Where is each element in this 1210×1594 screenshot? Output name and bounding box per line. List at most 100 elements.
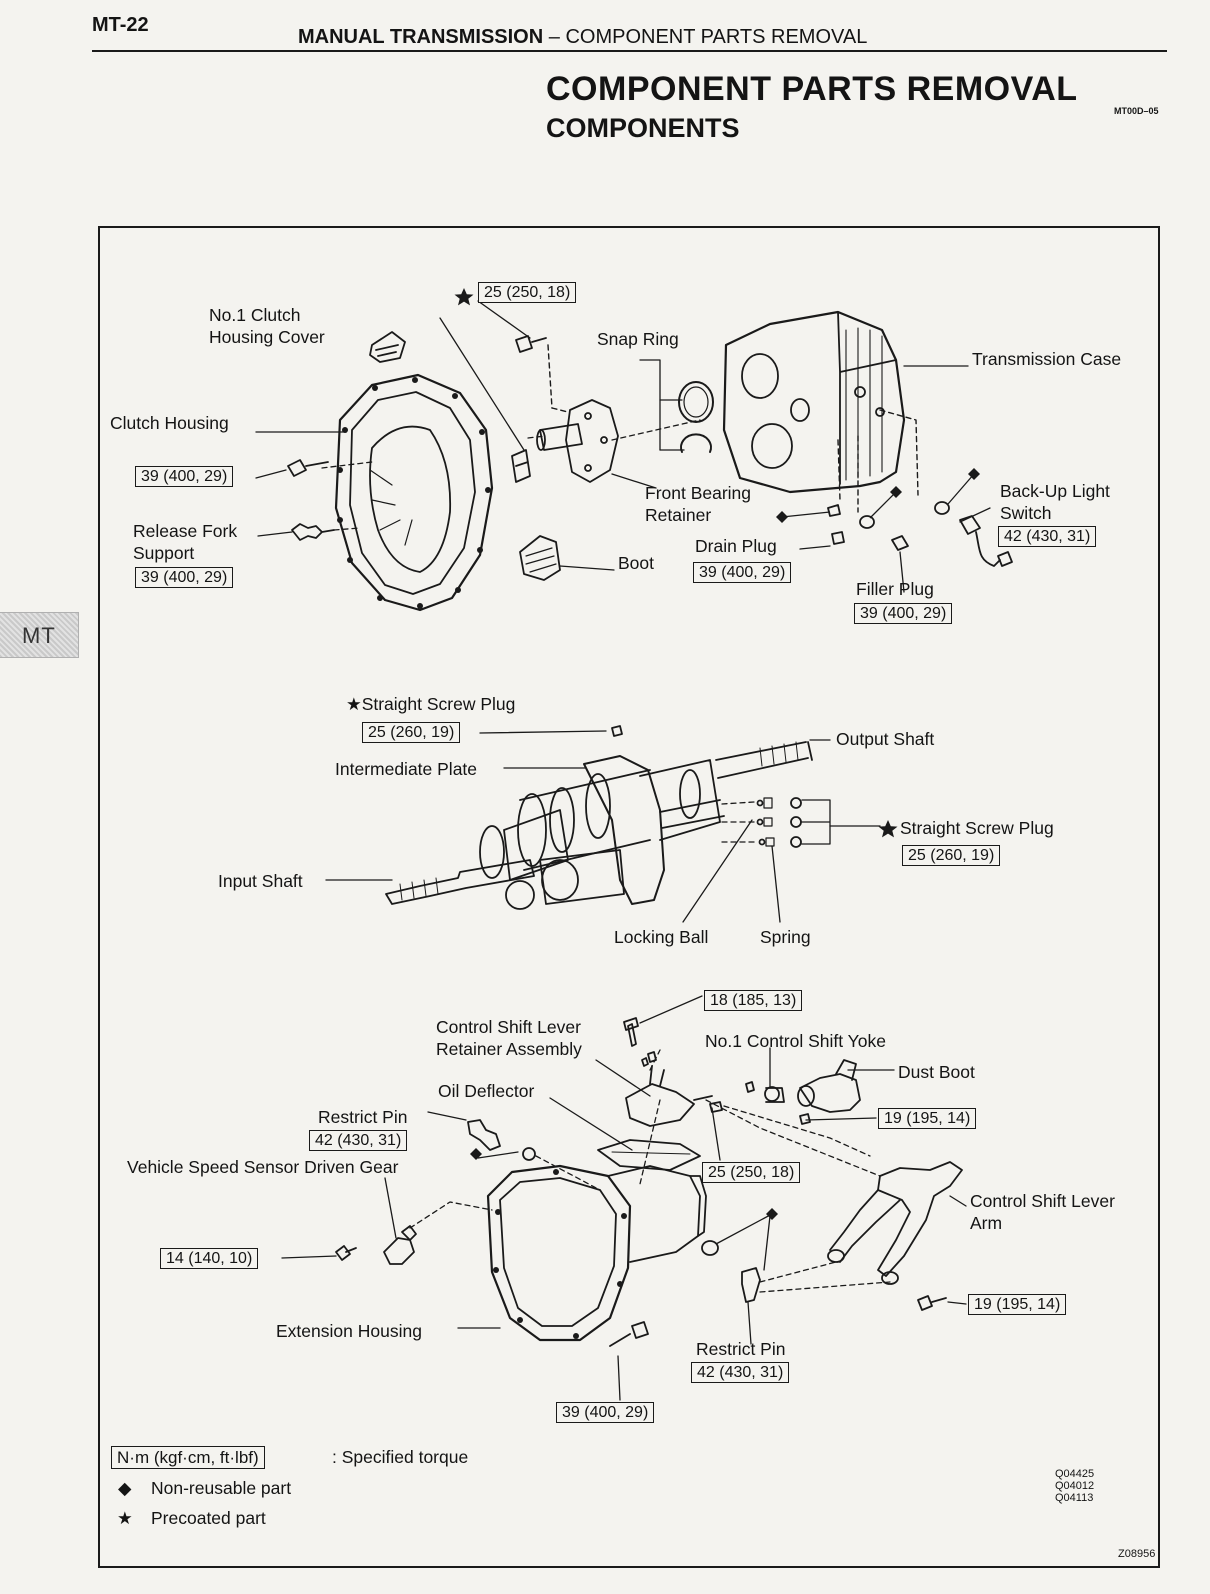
label-intermediate-plate: Intermediate Plate [335, 759, 478, 779]
section-title: MANUAL TRANSMISSION [298, 26, 544, 48]
label-restrict-pin-right: Restrict Pin [696, 1339, 786, 1359]
label-output-shaft: Output Shaft [836, 729, 935, 749]
label-line: Control Shift Lever [436, 1017, 581, 1037]
header-rule [92, 50, 1167, 52]
figure-codes: Q04425 Q04012 Q04113 [1055, 1468, 1094, 1504]
retainer-bolt-18 [623, 1017, 639, 1047]
torque-release-fork-support: 39 (400, 29) [135, 567, 234, 588]
clutch-bolt-drawing [287, 459, 329, 477]
figure-code: Q04012 [1055, 1480, 1095, 1492]
legend-nonreusable-desc: Non-reusable part [151, 1478, 292, 1498]
transmission-case-drawing [722, 310, 906, 494]
restrict-pin-left-drawing [467, 1119, 501, 1151]
screw-plug-top-drawing [611, 725, 623, 737]
label-extension-housing: Extension Housing [276, 1321, 422, 1341]
figure-code: Q04425 [1055, 1468, 1095, 1480]
legend-precoated-symbol: ★ [117, 1508, 133, 1528]
wedge-drawing [511, 449, 531, 483]
label-no1-clutch-housing-cover: No.1 Clutch Housing Cover [209, 304, 325, 348]
filler-plug-drawing [891, 535, 909, 551]
label-line: Retainer [645, 505, 712, 525]
label-line: Support [133, 543, 195, 563]
label-spring: Spring [760, 927, 811, 947]
label-line: Retainer Assembly [436, 1039, 582, 1059]
torque-speed-sensor: 14 (140, 10) [160, 1248, 259, 1269]
torque-retainer-bolt: 18 (185, 13) [704, 990, 803, 1011]
label-line: Front Bearing [645, 483, 752, 503]
torque-oil-deflector-bolt: 25 (250, 18) [702, 1162, 801, 1183]
doc-code: MT00D–05 [1114, 106, 1159, 116]
torque-restrict-pin-right: 42 (430, 31) [691, 1362, 790, 1383]
label-no1-control-shift-yoke: No.1 Control Shift Yoke [705, 1031, 886, 1051]
locking-ball-drawing [756, 797, 802, 848]
retainer-bolt-drawing [515, 335, 547, 353]
torque-extension-housing-bolt: 39 (400, 29) [556, 1402, 655, 1423]
legend-torque-unit: N·m (kgf·cm, ft·lbf) [111, 1446, 265, 1469]
extension-housing-drawing [486, 1164, 707, 1342]
label-vehicle-speed-sensor: Vehicle Speed Sensor Driven Gear [127, 1157, 399, 1177]
legend-torque-desc: : Specified torque [332, 1447, 469, 1467]
label-filler-plug: Filler Plug [856, 579, 934, 599]
restrict-pin-right-drawing [741, 1267, 761, 1303]
label-clutch-housing: Clutch Housing [110, 413, 229, 433]
oil-deflector-drawing [597, 1139, 701, 1171]
label-line: No.1 Clutch [209, 305, 301, 325]
shift-yoke-drawing [745, 1081, 785, 1103]
assembly-dashes [409, 1049, 891, 1293]
label-line: Arm [970, 1213, 1003, 1233]
page-title: COMPONENT PARTS REMOVAL [546, 70, 1078, 108]
label-locking-ball: Locking Ball [614, 927, 709, 947]
washer-drawing [859, 515, 875, 529]
label-line: Control Shift Lever [970, 1191, 1115, 1211]
torque-filler-plug: 39 (400, 29) [854, 603, 953, 624]
header-separator: – [543, 26, 566, 48]
torque-yoke-bolt: 19 (195, 14) [878, 1108, 977, 1129]
torque-drain-plug: 39 (400, 29) [693, 562, 792, 583]
torque-clutch-housing-bolt: 39 (400, 29) [135, 466, 234, 487]
torque-back-up-light-switch: 42 (430, 31) [998, 526, 1097, 547]
figure-code: Q04113 [1055, 1492, 1094, 1504]
label-dust-boot: Dust Boot [898, 1062, 975, 1082]
label-front-bearing-retainer: Front Bearing Retainer [645, 482, 751, 526]
extension-bolt-drawing [609, 1321, 649, 1347]
torque-straight-screw-plug-top: 25 (260, 19) [362, 722, 461, 743]
label-line: Switch [1000, 503, 1052, 523]
boot-drawing [519, 535, 561, 581]
label-restrict-pin-left: Restrict Pin [318, 1107, 408, 1127]
dust-boot-drawing [797, 1059, 861, 1113]
lever-arm-drawing [827, 1161, 963, 1285]
page-code: MT-22 [92, 14, 149, 36]
page-subtitle: COMPONENTS [546, 113, 740, 143]
front-bearing-retainer-drawing [536, 399, 619, 483]
back-up-switch-drawing [959, 515, 1013, 567]
label-straight-screw-plug-right: Straight Screw Plug [900, 818, 1054, 838]
label-back-up-light-switch: Back-Up Light Switch [1000, 480, 1110, 524]
label-input-shaft: Input Shaft [218, 871, 303, 891]
leader-lines [255, 300, 991, 1401]
running-header: MANUAL TRANSMISSION – COMPONENT PARTS RE… [298, 26, 867, 49]
label-snap-ring: Snap Ring [597, 329, 679, 349]
side-tab[interactable]: MT [0, 612, 79, 658]
release-fork-drawing [291, 523, 335, 541]
torque-straight-screw-plug-right: 25 (260, 19) [902, 845, 1001, 866]
side-tab-label: MT [22, 623, 56, 648]
label-release-fork-support: Release Fork Support [133, 520, 237, 564]
label-line: Release Fork [133, 521, 238, 541]
snap-ring-drawing [678, 381, 714, 453]
torque-lever-arm-bolt: 19 (195, 14) [968, 1294, 1067, 1315]
label-control-shift-lever-retainer: Control Shift Lever Retainer Assembly [436, 1016, 582, 1060]
label-boot: Boot [618, 553, 654, 573]
clutch-housing-drawing [334, 373, 494, 612]
drain-plug-drawing [827, 504, 845, 545]
label-drain-plug: Drain Plug [695, 536, 777, 556]
figure-id: Z08956 [1118, 1548, 1156, 1560]
speed-sensor-drawing [335, 1225, 417, 1265]
label-straight-screw-plug-top: ★Straight Screw Plug [346, 694, 516, 714]
label-control-shift-lever-arm: Control Shift Lever Arm [970, 1190, 1115, 1234]
figure-frame [98, 226, 1160, 1568]
legend-precoated-desc: Precoated part [151, 1508, 266, 1528]
label-line: Back-Up Light [1000, 481, 1110, 501]
gear-train-drawing [385, 741, 813, 910]
retainer-assembly-drawing [625, 1051, 713, 1127]
